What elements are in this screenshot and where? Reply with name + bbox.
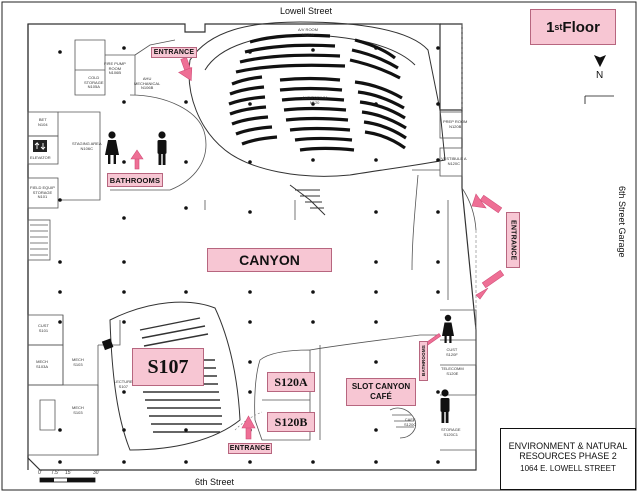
north-label: N (596, 70, 604, 81)
north-arrow-icon (584, 55, 614, 104)
title-line-2: RESOURCES PHASE 2 (519, 451, 617, 461)
title-block: ENVIRONMENT & NATURAL RESOURCES PHASE 2 … (500, 428, 636, 490)
bathrooms-east-callout: BATHROOMS (419, 341, 428, 381)
room-elevator: ELEVATOR (30, 155, 51, 160)
cafe-label-line1: SLOT CANYON (351, 382, 411, 391)
bathrooms-callout: BATHROOMS (107, 173, 163, 187)
s107-label: S107 (132, 348, 204, 386)
sw-rooms (27, 314, 121, 456)
lecture-podium (101, 338, 114, 351)
title-line-1: ENVIRONMENT & NATURAL (508, 441, 628, 451)
restroom-men-icon-east (440, 389, 450, 423)
east-rooms (439, 111, 477, 451)
restroom-men-icon (157, 131, 167, 165)
title-line-3: 1064 E. LOWELL STREET (520, 464, 616, 473)
entrance-arrows (130, 57, 505, 440)
elevator-icon (33, 140, 47, 152)
restroom-women-icon (105, 131, 119, 164)
scale-bar (39, 477, 96, 483)
arrow-east-upper-icon (471, 193, 503, 214)
west-rooms (27, 111, 101, 261)
cafe-label-line2: CAFÉ (370, 392, 392, 401)
slot-canyon-cafe-label: SLOT CANYON CAFÉ (346, 378, 416, 406)
arrow-north-entrance-icon (177, 57, 193, 82)
canyon-label: CANYON (207, 248, 332, 272)
south-center-rooms (254, 334, 440, 441)
entrance-south-callout: ENTRANCE (228, 443, 272, 454)
s120b-label: S120B (267, 412, 315, 432)
restroom-women-icon-east (442, 314, 454, 343)
s120a-label: S120A (267, 372, 315, 392)
entrance-east-callout: ENTRANCE (506, 212, 520, 268)
street-north-label: Lowell Street (280, 6, 333, 16)
entrance-north-callout: ENTRANCE (151, 47, 197, 58)
nw-service-rooms (74, 39, 207, 191)
street-south-label: 6th Street (195, 477, 235, 487)
garage-edge (461, 24, 477, 330)
auditorium-seating (228, 33, 407, 152)
scale-label-15: 15' (65, 470, 72, 476)
scale-label-0: 0' (38, 470, 42, 476)
arrow-south-entrance-icon (241, 415, 256, 440)
arrow-bathrooms-icon (130, 149, 144, 170)
scale-label-7: 7.5' (51, 470, 59, 476)
lecture-hall-walls (109, 301, 241, 451)
scale-label-30: 30' (93, 470, 100, 476)
canyon-walls (204, 169, 440, 271)
street-east-label: 6th Street Garage (617, 186, 627, 258)
arrow-east-lower-icon (475, 269, 505, 300)
